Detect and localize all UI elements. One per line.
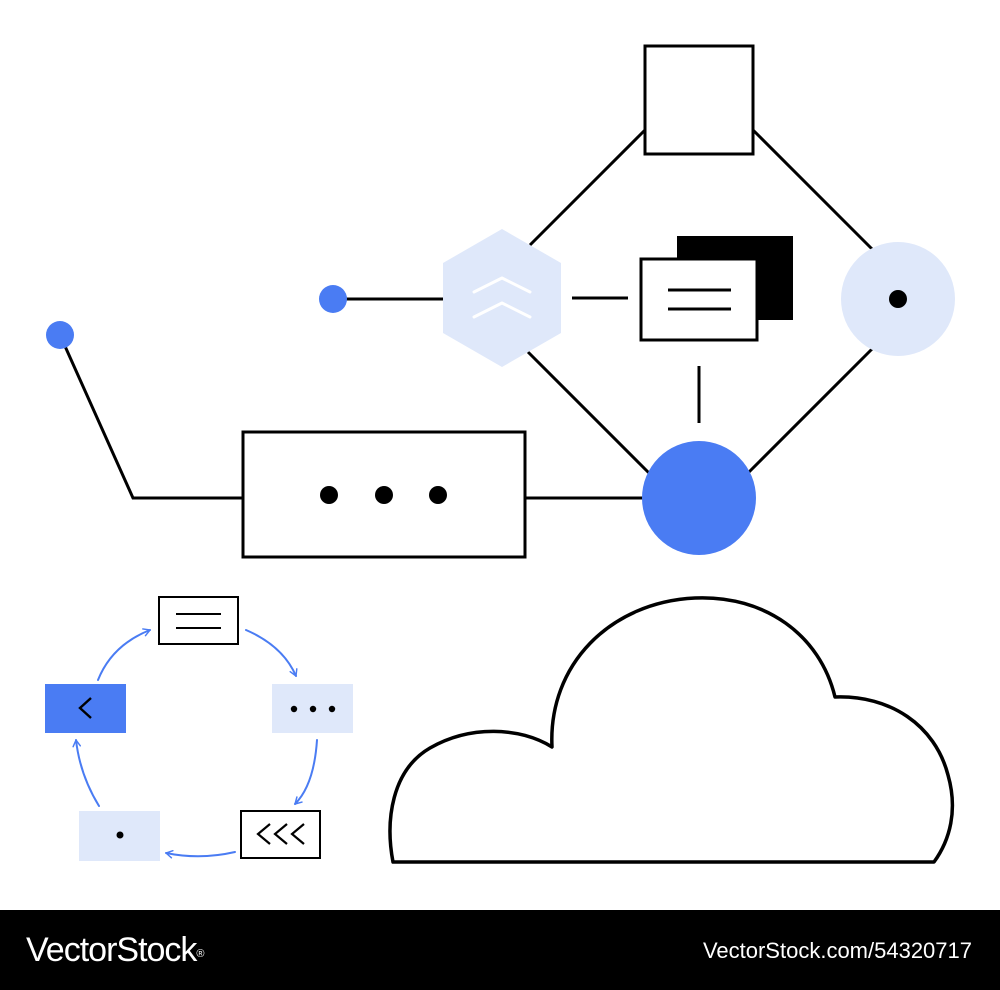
chevron-up-icon (472, 276, 532, 319)
ellipsis-card (272, 684, 353, 733)
pin-dot-hexagon (319, 285, 347, 313)
document-stack-node (639, 236, 793, 342)
document-card (158, 596, 239, 645)
pin-dot-left (46, 321, 74, 349)
ellipsis-icon (290, 705, 336, 713)
footer-bar: VectorStock® VectorStock.com/54320717 (0, 910, 1000, 990)
cloud-icon (388, 596, 955, 864)
connector-lines (58, 128, 874, 500)
brand-logo[interactable]: VectorStock® (26, 930, 205, 970)
blue-circle-node (642, 441, 756, 555)
text-lines-icon (668, 288, 731, 311)
edge-dot-circle-to-blue-circle (747, 347, 874, 474)
chevron-left-card (45, 684, 126, 733)
dot-card (79, 811, 160, 861)
dot-circle-node (841, 242, 955, 356)
edge-pin-to-box (58, 334, 243, 500)
dot-icon (116, 831, 124, 839)
ellipsis-box-node (241, 430, 527, 559)
dot-icon (889, 290, 907, 308)
document-card-front (639, 257, 759, 342)
edge-square-to-hexagon (528, 128, 647, 247)
text-lines-icon (176, 613, 221, 629)
registered-mark: ® (196, 948, 204, 960)
triple-chevron-card (240, 810, 321, 859)
edge-square-to-dot-circle (751, 128, 874, 251)
arrow-icon (72, 739, 100, 807)
network-diagram (45, 44, 955, 864)
chevron-left-icon (78, 697, 92, 719)
arrow-icon (97, 628, 151, 681)
ellipsis-icon (320, 486, 447, 504)
arrow-icon (165, 850, 236, 859)
edge-hexagon-to-blue-circle (526, 350, 651, 475)
triple-chevron-left-icon (256, 823, 305, 845)
cycle-arrows (72, 628, 318, 859)
image-id-label: VectorStock.com/54320717 (702, 938, 972, 963)
square-node (643, 44, 755, 156)
hexagon-chevron-node (443, 229, 561, 367)
arrow-icon (245, 629, 298, 677)
arrow-icon (294, 739, 318, 805)
brand-name: VectorStock (26, 931, 197, 969)
